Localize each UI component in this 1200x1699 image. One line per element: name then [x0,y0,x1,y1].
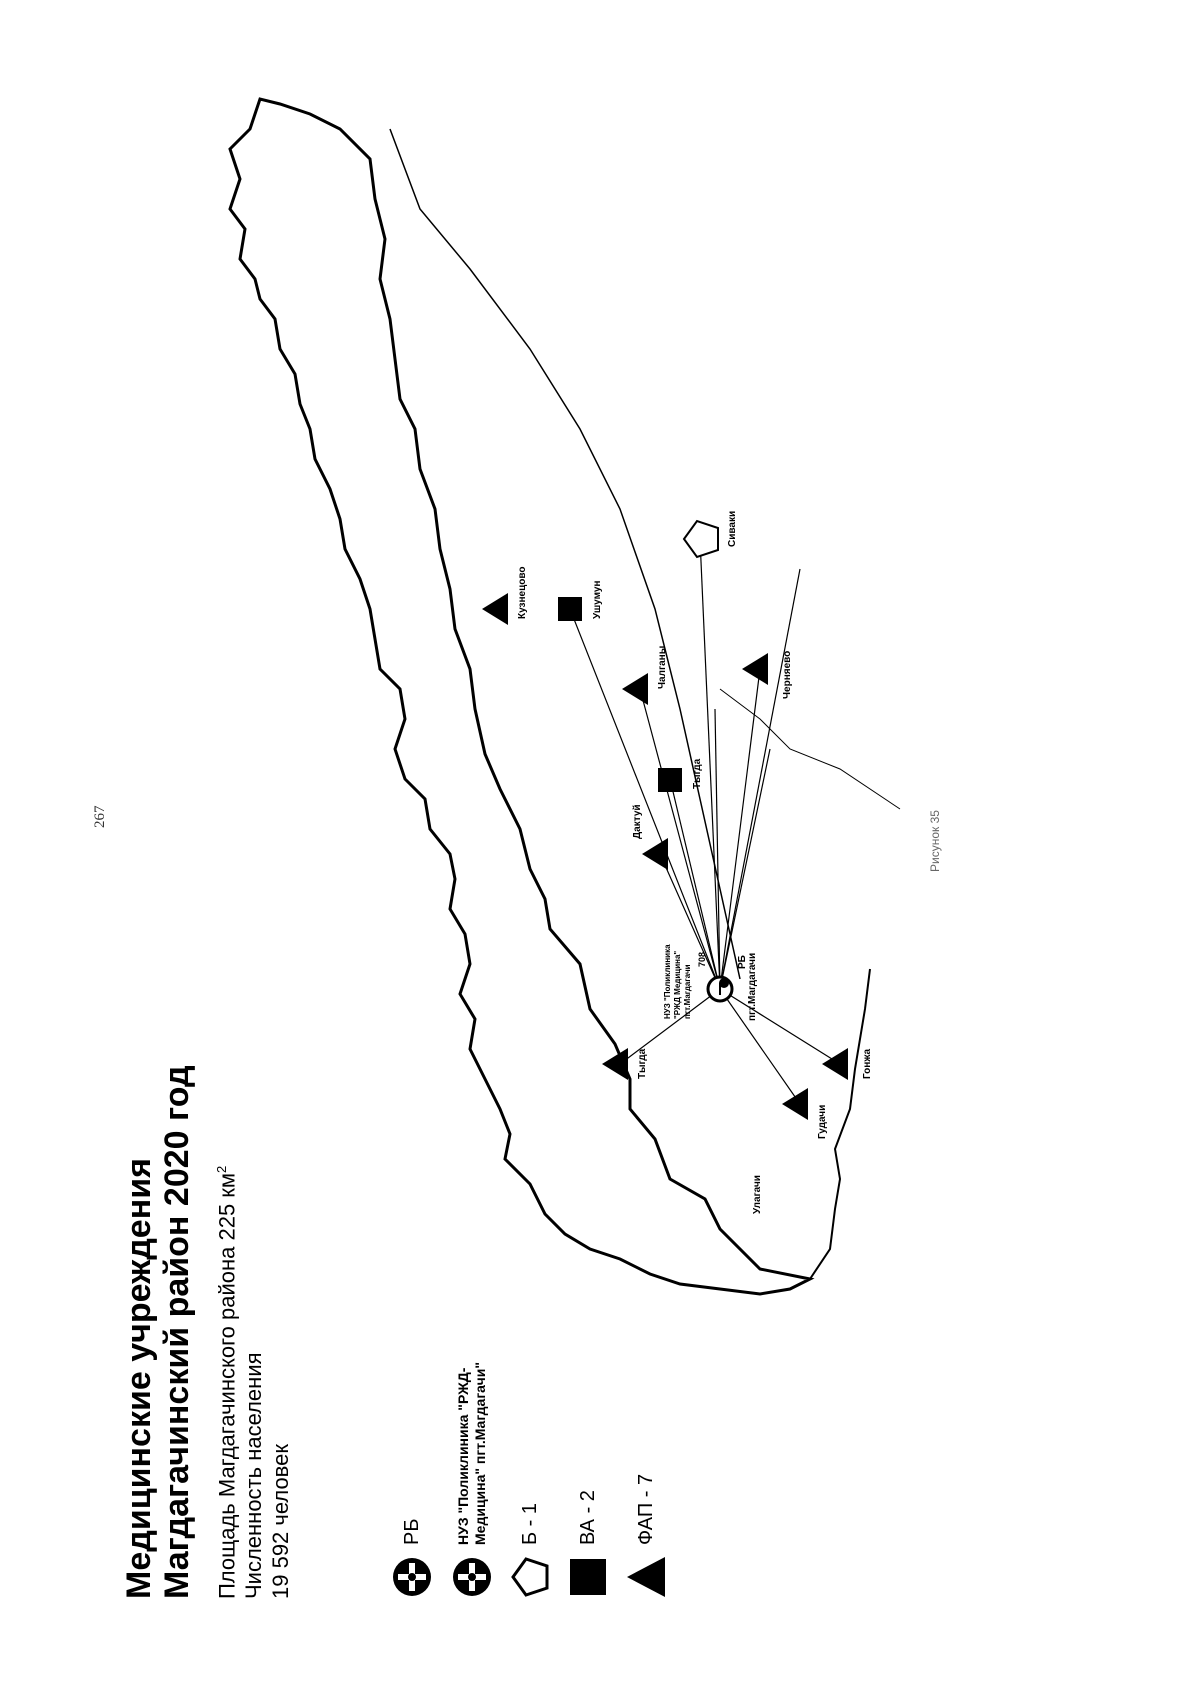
settlement-label-tygda-south: Тыгда [637,1048,648,1079]
legend-label-rb: РБ [401,1518,423,1545]
va-marker-ushumun [558,597,582,621]
district-map-svg: пгт.Магдагачи РБ НУЗ "Поликлиника "РЖД М… [228,97,901,1296]
connection-line [719,568,801,990]
connection-line [719,988,801,1105]
page-number: 267 [92,805,108,829]
fap-marker-gudachi [782,1088,808,1120]
pentagon-icon [511,1557,549,1597]
legend-item-fap: ФАП - 7 [624,1474,668,1599]
center-code-label: РБ [737,955,748,969]
connection-line [659,853,721,990]
road-line [719,688,901,810]
fap-marker-chernyaevo [742,653,768,685]
legend-label-fap: ФАП - 7 [635,1473,657,1545]
connection-lines [569,538,841,1105]
cross-circle-icon [393,1558,431,1596]
title-line-2: Магдагачинский район 2020 год [158,1065,196,1599]
legend-label-nuz-line1: НУЗ "Поликлиника "РЖД- [455,1367,471,1545]
district-boundary [228,97,815,1296]
railway-line [389,128,741,980]
settlement-label-chernyaevo: Черняево [782,651,793,699]
legend-item-va: ВА - 2 [566,1490,610,1599]
fap-marker-chalgany [622,673,648,705]
connection-line [569,608,721,990]
center-facility-label-2: "РЖД Медицина" [673,951,682,1019]
cross-circle-icon [453,1558,491,1596]
connection-line [669,778,721,990]
connection-line [619,988,721,1065]
legend-label-va: ВА - 2 [577,1490,599,1545]
legend-label-nuz-line2: Медицина" пгт.Магдагачи" [472,1362,488,1545]
legend: РБ НУЗ "Поликлиника "РЖД- Медицина" пгт.… [390,1279,950,1599]
map-labels: пгт.Магдагачи РБ НУЗ "Поликлиника "РЖД М… [517,511,873,1214]
distance-label: 708 [697,952,707,967]
settlement-label-kuznetsovo: Кузнецово [517,567,528,620]
settlement-label-tygda: Тыгда [692,758,703,789]
connection-line [639,688,721,990]
district-boundary-west [809,968,871,1280]
legend-item-nuz: НУЗ "Поликлиника "РЖД- Медицина" пгт.Маг… [450,1362,494,1599]
connection-line [719,748,771,990]
legend-label-b: Б - 1 [519,1502,541,1545]
fap-marker-kuznetsovo [482,593,508,625]
center-facility-label-1: НУЗ "Поликлиника [663,944,672,1019]
title-line-1: Медицинские учреждения [120,1158,158,1599]
connection-line [719,988,841,1065]
nuz-center-marker [719,978,729,988]
va-marker-tygda [658,768,682,792]
legend-item-b: Б - 1 [508,1503,552,1599]
settlement-label-sivaki: Сиваки [727,511,738,547]
facility-markers [482,519,848,1120]
center-label: пгт.Магдагачи [747,953,758,1021]
triangle-icon [627,1557,665,1597]
settlement-label-gudachi: Гудачи [817,1105,828,1139]
connection-line [719,668,761,990]
settlement-label-chalgany: Чалганы [657,646,668,689]
legend-item-rb: РБ [390,1519,434,1599]
center-facility-label-3: пгт.Магдагачи [683,964,692,1019]
fap-marker-tygda-south [602,1048,628,1080]
legend-label-nuz: НУЗ "Поликлиника "РЖД- Медицина" пгт.Маг… [455,1362,489,1545]
connection-line [714,708,721,990]
fap-marker-daktuy [642,838,668,870]
rotated-slide: Медицинские учреждения Магдагачинский ра… [120,79,960,1599]
fap-marker-gonzha [822,1048,848,1080]
settlement-label-ushumun: Ушумун [592,581,603,619]
settlement-label-daktuy: Дактуй [632,804,643,839]
connection-line [699,538,721,990]
square-icon [570,1559,606,1595]
settlement-label-gonzha: Гонжа [862,1048,873,1079]
district-map: пгт.Магдагачи РБ НУЗ "Поликлиника "РЖД М… [200,79,960,1309]
b-marker-sivaki [682,519,719,559]
settlement-label-ulagachi: Улагачи [752,1175,763,1214]
